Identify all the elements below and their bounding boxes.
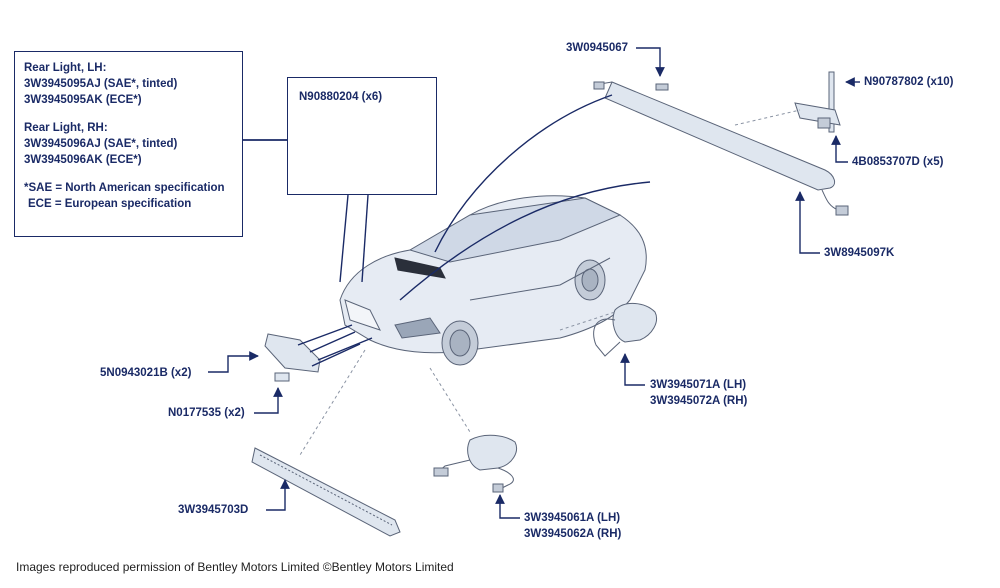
note-ece: ECE = European specification [28,198,192,210]
roof-strip-illustration [593,81,849,216]
callout-arrows [208,47,860,519]
label-n90787802: N90787802 (x10) [864,76,954,88]
plate-light-illustration [264,333,321,382]
label-5n0943021b: 5N0943021B (x2) [100,367,192,379]
label-4b0853707d: 4B0853707D (x5) [852,156,944,168]
bolt-and-clip-illustration [794,71,841,133]
side-repeater-illustration [593,303,657,357]
connector-lines [297,94,651,367]
label-3w3945061a: 3W3945061A (LH) [524,512,621,524]
rear-light-detail-box [287,77,437,195]
lower-repeater-illustration [433,434,517,493]
rear-light-lh-part-1: 3W3945095AJ (SAE*, tinted) [24,78,178,90]
label-3w3945062a: 3W3945062A (RH) [524,528,622,540]
rear-light-rh-part-2: 3W3945096AK (ECE*) [24,154,142,166]
label-3w3945703d: 3W3945703D [178,504,249,516]
rear-light-lh-title: Rear Light, LH: [24,62,107,74]
note-sae: *SAE = North American specification [24,182,225,194]
dashed-guides [299,109,801,456]
image-credit: Images reproduced permission of Bentley … [16,560,454,574]
stop-lamp-illustration [251,447,401,537]
rear-light-lh-part-2: 3W3945095AK (ECE*) [24,94,142,106]
label-3w3945072a: 3W3945072A (RH) [650,395,748,407]
rear-light-info-box: Rear Light, LH: 3W3945095AJ (SAE*, tinte… [14,51,243,237]
label-3w0945067: 3W0945067 [566,42,629,54]
label-3w8945097k: 3W8945097K [824,247,895,259]
label-3w3945071a: 3W3945071A (LH) [650,379,747,391]
rear-light-rh-part-1: 3W3945096AJ (SAE*, tinted) [24,138,178,150]
label-n0177535: N0177535 (x2) [168,407,245,419]
car-illustration [339,195,647,366]
label-n90880204: N90880204 (x6) [299,91,383,103]
rear-light-rh-title: Rear Light, RH: [24,122,108,134]
